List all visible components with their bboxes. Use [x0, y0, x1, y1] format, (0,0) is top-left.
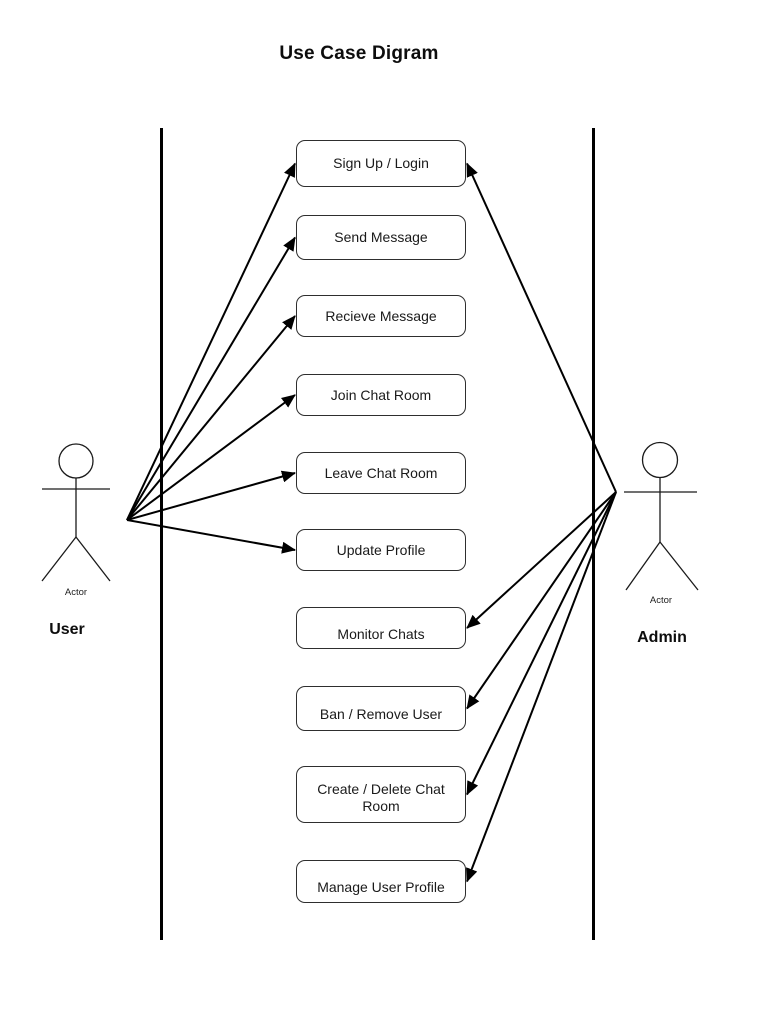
diagram-title: Use Case Digram: [279, 43, 439, 64]
actor-user-left-leg: [41, 536, 77, 582]
association-arrow-user-send_message: [126, 236, 296, 521]
actor-user-name-label: User: [49, 621, 85, 638]
use-case-ban-remove-user: Ban / Remove User: [296, 686, 466, 731]
association-arrow-admin-sign_up_login: [466, 162, 617, 493]
use-case-leave-chat-room: Leave Chat Room: [296, 452, 466, 494]
actor-user-right-leg: [75, 536, 111, 582]
association-arrow-admin-manage_user_profile: [466, 491, 617, 883]
use-case-update-profile: Update Profile: [296, 529, 466, 571]
association-arrow-user-recieve_message: [126, 315, 296, 521]
actor-user-figure: [41, 443, 111, 582]
use-case-recieve-message: Recieve Message: [296, 295, 466, 337]
use-case-manage-user-profile: Manage User Profile: [296, 860, 466, 903]
use-case-create-delete-chat-room: Create / Delete Chat Room: [296, 766, 466, 823]
actor-admin-head: [641, 441, 679, 479]
association-arrow-user-update_profile: [126, 519, 296, 554]
actor-admin-left-leg: [625, 541, 661, 591]
use-case-monitor-chats: Monitor Chats: [296, 607, 466, 649]
use-case-sign-up-login: Sign Up / Login: [296, 140, 466, 187]
use-case-join-chat-room: Join Chat Room: [296, 374, 466, 416]
association-arrow-admin-ban_remove_user: [466, 491, 617, 710]
actor-user-type-label: Actor: [64, 587, 88, 598]
association-arrow-user-join_chat_room: [126, 394, 296, 521]
association-arrows: [126, 162, 617, 883]
association-arrow-user-leave_chat_room: [126, 470, 296, 521]
use-case-send-message: Send Message: [296, 215, 466, 260]
actor-admin-right-leg: [659, 541, 699, 591]
actor-user-head: [58, 443, 94, 479]
association-arrow-admin-create_delete_chat_room: [466, 491, 617, 796]
actor-admin-figure: [624, 441, 699, 591]
association-arrow-admin-monitor_chats: [466, 491, 617, 629]
actor-admin-type-label: Actor: [649, 595, 673, 606]
actor-admin-name-label: Admin: [637, 629, 687, 646]
association-arrow-user-sign_up_login: [126, 162, 296, 521]
